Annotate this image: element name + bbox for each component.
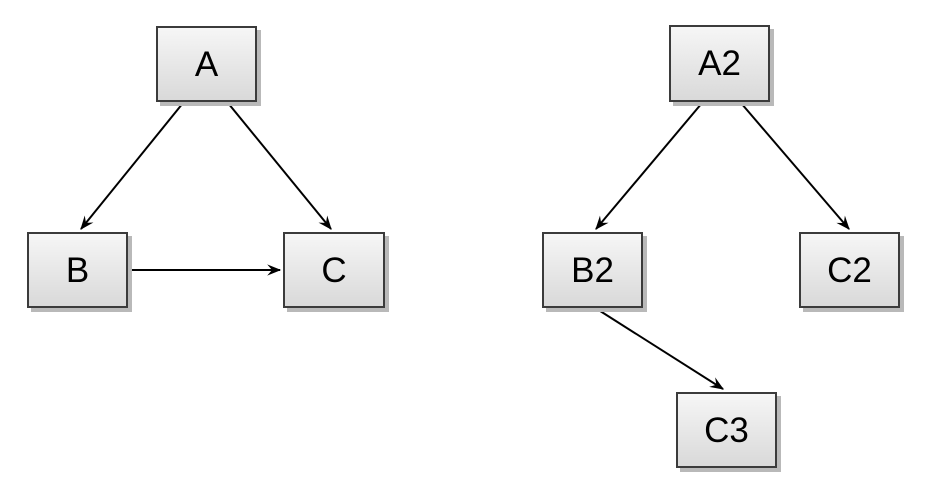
- node-label-B: B: [65, 250, 90, 290]
- node-C3[interactable]: C3: [676, 392, 777, 468]
- edge-A-to-C: [227, 102, 332, 230]
- node-B[interactable]: B: [27, 232, 128, 308]
- edge-B2-to-C3: [596, 308, 724, 390]
- node-label-B2: B2: [571, 250, 614, 290]
- node-C[interactable]: C: [283, 232, 385, 308]
- node-B2[interactable]: B2: [542, 232, 643, 308]
- node-label-A: A: [194, 44, 219, 84]
- node-label-C2: C2: [827, 250, 872, 290]
- node-C2[interactable]: C2: [799, 232, 900, 308]
- node-label-A2: A2: [698, 44, 741, 83]
- node-label-C3: C3: [704, 410, 749, 450]
- node-A2[interactable]: A2: [669, 25, 770, 102]
- edge-A2-to-B2: [595, 102, 703, 230]
- node-A[interactable]: A: [156, 26, 257, 102]
- edge-A2-to-C2: [740, 102, 850, 230]
- node-label-C: C: [321, 250, 347, 290]
- edge-A-to-B: [80, 102, 184, 230]
